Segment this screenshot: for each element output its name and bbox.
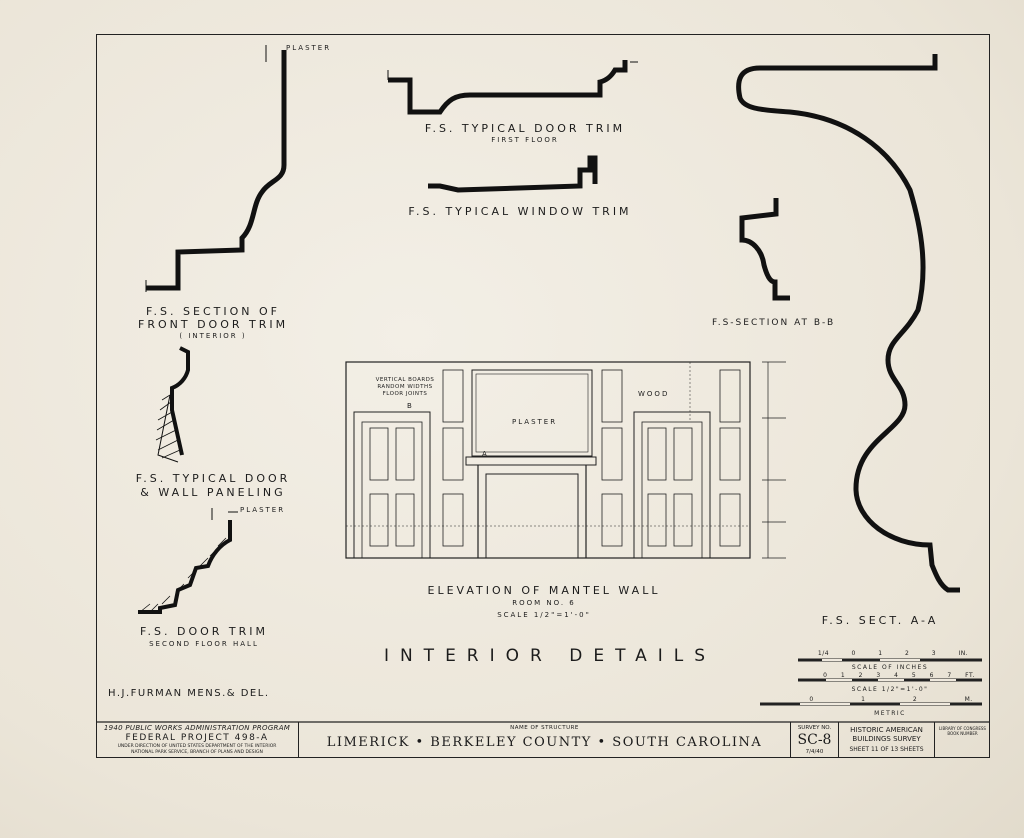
front-door-trim-profile — [146, 50, 287, 291]
section-aa-profile — [736, 54, 960, 593]
library-line-2: BOOK NUMBER — [947, 731, 978, 736]
front-door-trim-subtitle: ( INTERIOR ) — [179, 332, 247, 340]
feet-scale-label: SCALE 1/2"=1'-0" — [851, 686, 929, 693]
front-door-trim-title-2: FRONT DOOR TRIM — [138, 318, 289, 331]
structure-name: LIMERICK • BERKELEY COUNTY • SOUTH CAROL… — [326, 735, 763, 750]
paneling-title-2: & WALL PANELING — [140, 486, 286, 499]
front-door-plaster-note: PLASTER — [286, 44, 332, 52]
library-line-1: LIBRARY OF CONGRESS — [939, 726, 986, 731]
vertical-boards-note: VERTICAL BOARDS RANDOM WIDTHS FLOOR JOIN… — [375, 377, 435, 397]
paneling-title-1: F.S. TYPICAL DOOR — [135, 472, 291, 485]
direction-line-2: NATIONAL PARK SERVICE, BRANCH OF PLANS A… — [131, 750, 263, 755]
door-trim-second-title: F.S. DOOR TRIM — [139, 625, 269, 638]
mantel-scale-label: SCALE 1/2"=1'-0" — [497, 611, 591, 619]
feet-ticks: 0 1 2 3 4 5 6 7 FT. — [823, 672, 975, 679]
habs-cell: HISTORIC AMERICAN BUILDINGS SURVEY SHEET… — [838, 722, 934, 758]
title-block: 1940 PUBLIC WORKS ADMINISTRATION PROGRAM… — [96, 722, 990, 758]
inches-ticks: 1/4 0 1 2 3 IN. — [817, 650, 969, 657]
project-text: FEDERAL PROJECT 498-A — [125, 733, 269, 743]
survey-number: SC-8 — [797, 732, 832, 748]
section-marker-a: A — [482, 450, 489, 458]
structure-cell: NAME OF STRUCTURE LIMERICK • BERKELEY CO… — [298, 722, 790, 758]
door-trim-title: F.S. TYPICAL DOOR TRIM — [424, 122, 626, 135]
direction-line-1: UNDER DIRECTION OF UNITED STATES DEPARTM… — [117, 744, 277, 749]
door-trim-second-profile — [138, 520, 232, 614]
survey-number-label: SURVEY NO. — [797, 725, 832, 731]
door-trim-second-subtitle: SECOND FLOOR HALL — [149, 640, 259, 648]
habs-line-1: HISTORIC AMERICAN — [850, 726, 923, 734]
drawing-border — [96, 34, 990, 758]
section-bb-title: F.S-SECTION AT B-B — [712, 318, 836, 328]
delineators-credit: H.J.FURMAN MENS.& DEL. — [108, 688, 270, 699]
metric-scale-label: METRIC — [874, 710, 906, 717]
habs-line-2: BUILDINGS SURVEY — [852, 735, 921, 743]
program-cell: 1940 PUBLIC WORKS ADMINISTRATION PROGRAM… — [96, 722, 298, 758]
sheet-title: INTERIOR DETAILS — [383, 646, 717, 666]
sheet-number: SHEET 11 OF 13 SHEETS — [849, 746, 924, 753]
inches-scale-label: SCALE OF INCHES — [851, 664, 929, 671]
library-cell: LIBRARY OF CONGRESS BOOK NUMBER — [934, 722, 990, 758]
window-trim-profile — [428, 155, 598, 193]
door-trim-subtitle: FIRST FLOOR — [491, 136, 559, 144]
front-door-trim-title-1: F.S. SECTION OF — [146, 305, 280, 318]
graphic-scales — [760, 658, 982, 706]
mantel-room-label: ROOM NO. 6 — [512, 599, 576, 607]
door-trim-profile — [388, 60, 628, 115]
mantel-elevation-title: ELEVATION OF MANTEL WALL — [427, 584, 661, 597]
metric-ticks: 0 1 2 M. — [809, 696, 973, 703]
mantel-wood-note: WOOD — [638, 390, 670, 398]
survey-cell: SURVEY NO. SC-8 7/4/40 — [790, 722, 838, 758]
structure-name-label: NAME OF STRUCTURE — [510, 725, 579, 731]
survey-date: 7/4/40 — [805, 749, 824, 755]
section-marker-b: B — [407, 402, 414, 410]
section-bb-profile — [739, 198, 790, 301]
paneling-profile — [170, 346, 190, 456]
mantel-plaster-note: PLASTER — [512, 418, 558, 426]
window-trim-title: F.S. TYPICAL WINDOW TRIM — [408, 205, 632, 218]
program-text: 1940 PUBLIC WORKS ADMINISTRATION PROGRAM — [103, 724, 291, 732]
second-floor-plaster-note: PLASTER — [240, 506, 286, 514]
section-aa-title: F.S. SECT. A-A — [821, 614, 939, 627]
mantel-elevation-drawing — [345, 361, 786, 559]
